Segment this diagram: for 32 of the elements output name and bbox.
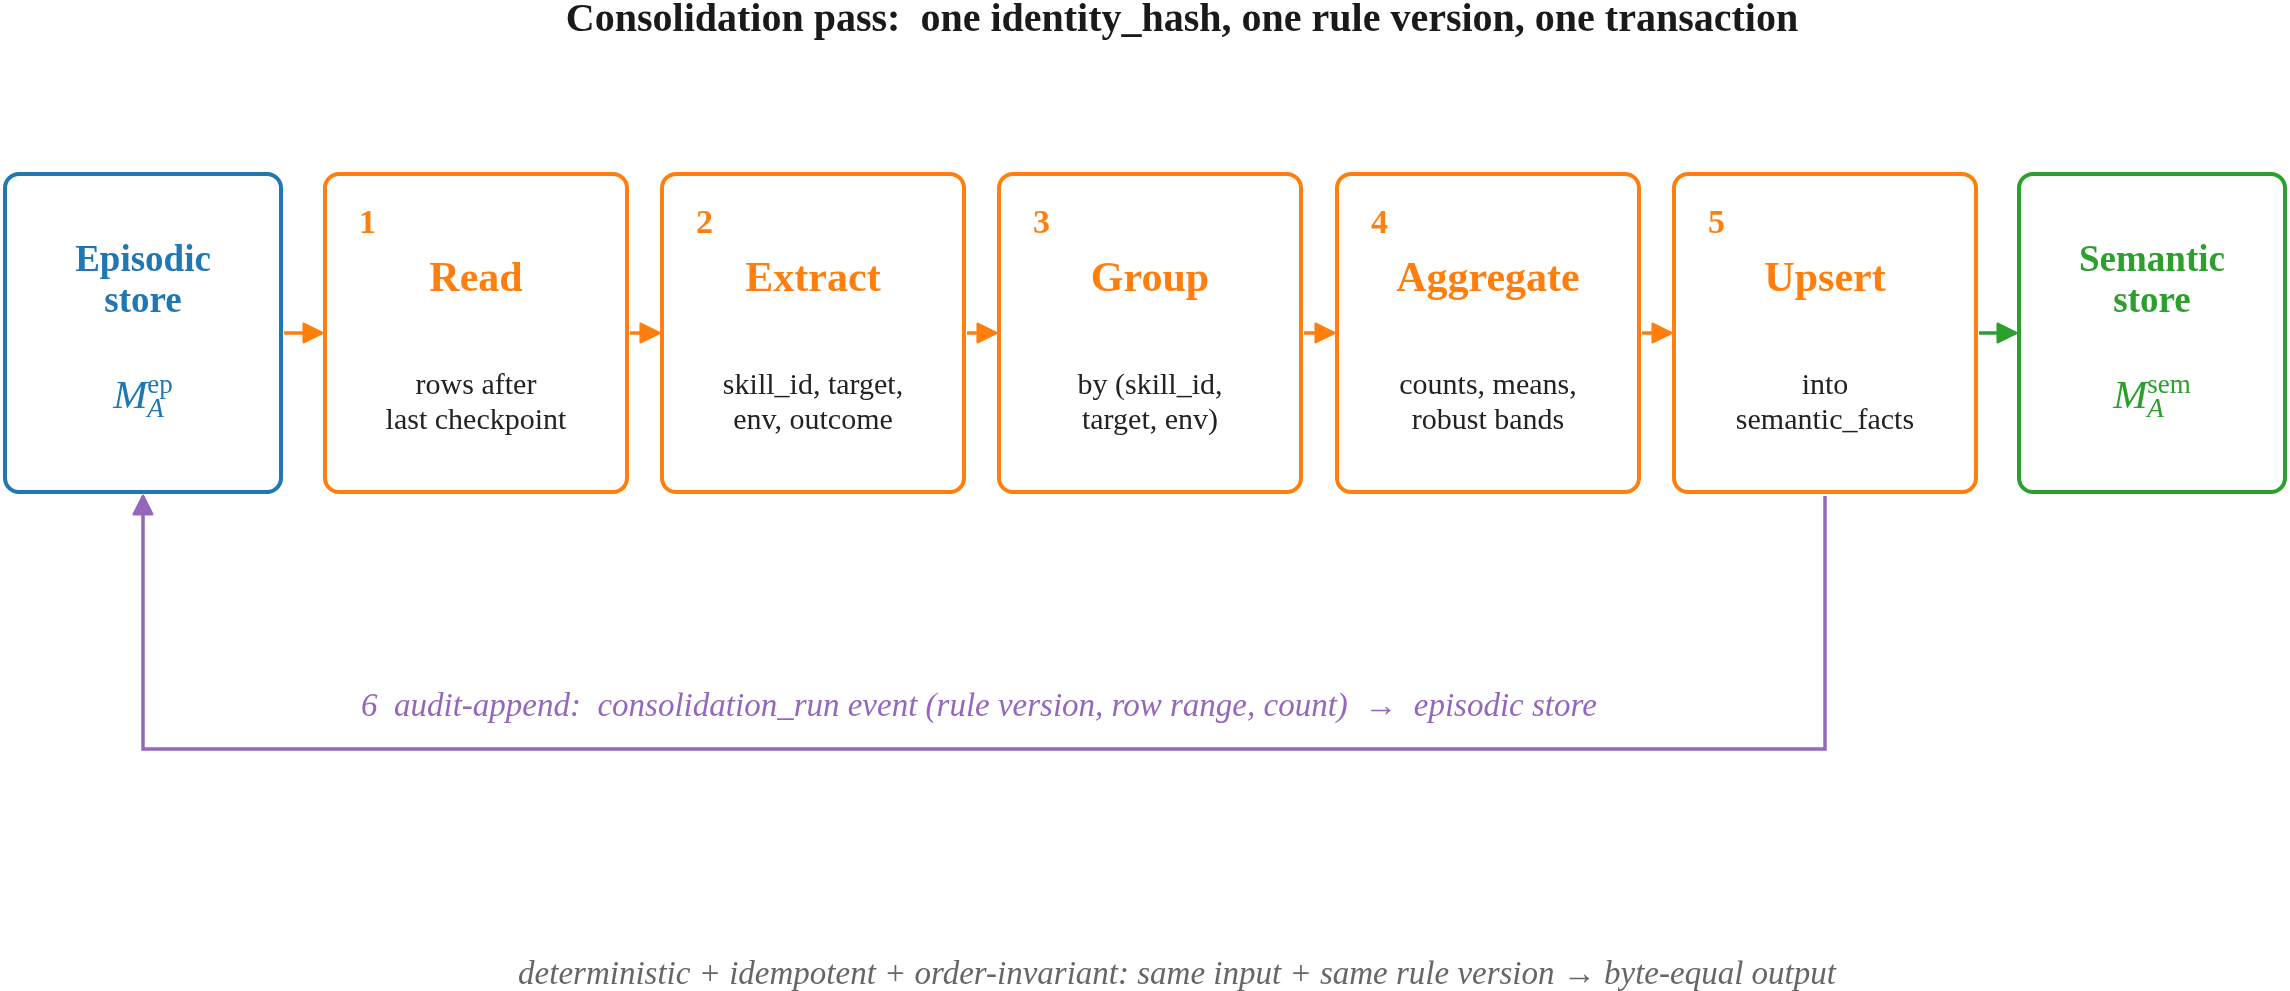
box-body-text: skill_id, target, env, outcome — [722, 366, 904, 436]
step-number: 1 — [359, 203, 376, 241]
process-box — [1672, 172, 1978, 494]
arrow — [967, 322, 998, 344]
store-box — [2017, 172, 2287, 494]
box-body-text: by (skill_id, target, env) — [1077, 366, 1223, 436]
box-heading: Episodic store — [75, 238, 211, 320]
step-number: 5 — [1708, 203, 1725, 241]
box-body-text: rows after last checkpoint — [385, 366, 567, 436]
arrow — [1304, 322, 1336, 344]
box-body-text: into semantic_facts — [1735, 366, 1915, 436]
step-number: 4 — [1371, 203, 1388, 241]
box-heading: Read — [429, 254, 523, 300]
arrow — [132, 494, 1827, 751]
step-number: 3 — [1033, 203, 1050, 241]
box-heading: Extract — [745, 254, 881, 300]
process-box — [323, 172, 629, 494]
arrow — [1642, 322, 1673, 344]
arrow — [1979, 322, 2018, 344]
box-heading: Aggregate — [1396, 254, 1580, 300]
arrow — [630, 322, 661, 344]
box-body-text: counts, means, robust bands — [1399, 366, 1577, 436]
box-heading: Group — [1090, 254, 1210, 300]
box-heading: Semantic store — [2079, 238, 2225, 320]
store-box — [3, 172, 283, 494]
process-box — [997, 172, 1303, 494]
step-number: 2 — [696, 203, 713, 241]
process-box — [1335, 172, 1641, 494]
arrow — [284, 322, 324, 344]
box-heading: Upsert — [1764, 254, 1886, 300]
process-box — [660, 172, 966, 494]
caption: deterministic + idempotent + order-invariant: same input + same rule version → byte-equal output — [518, 956, 1836, 990]
